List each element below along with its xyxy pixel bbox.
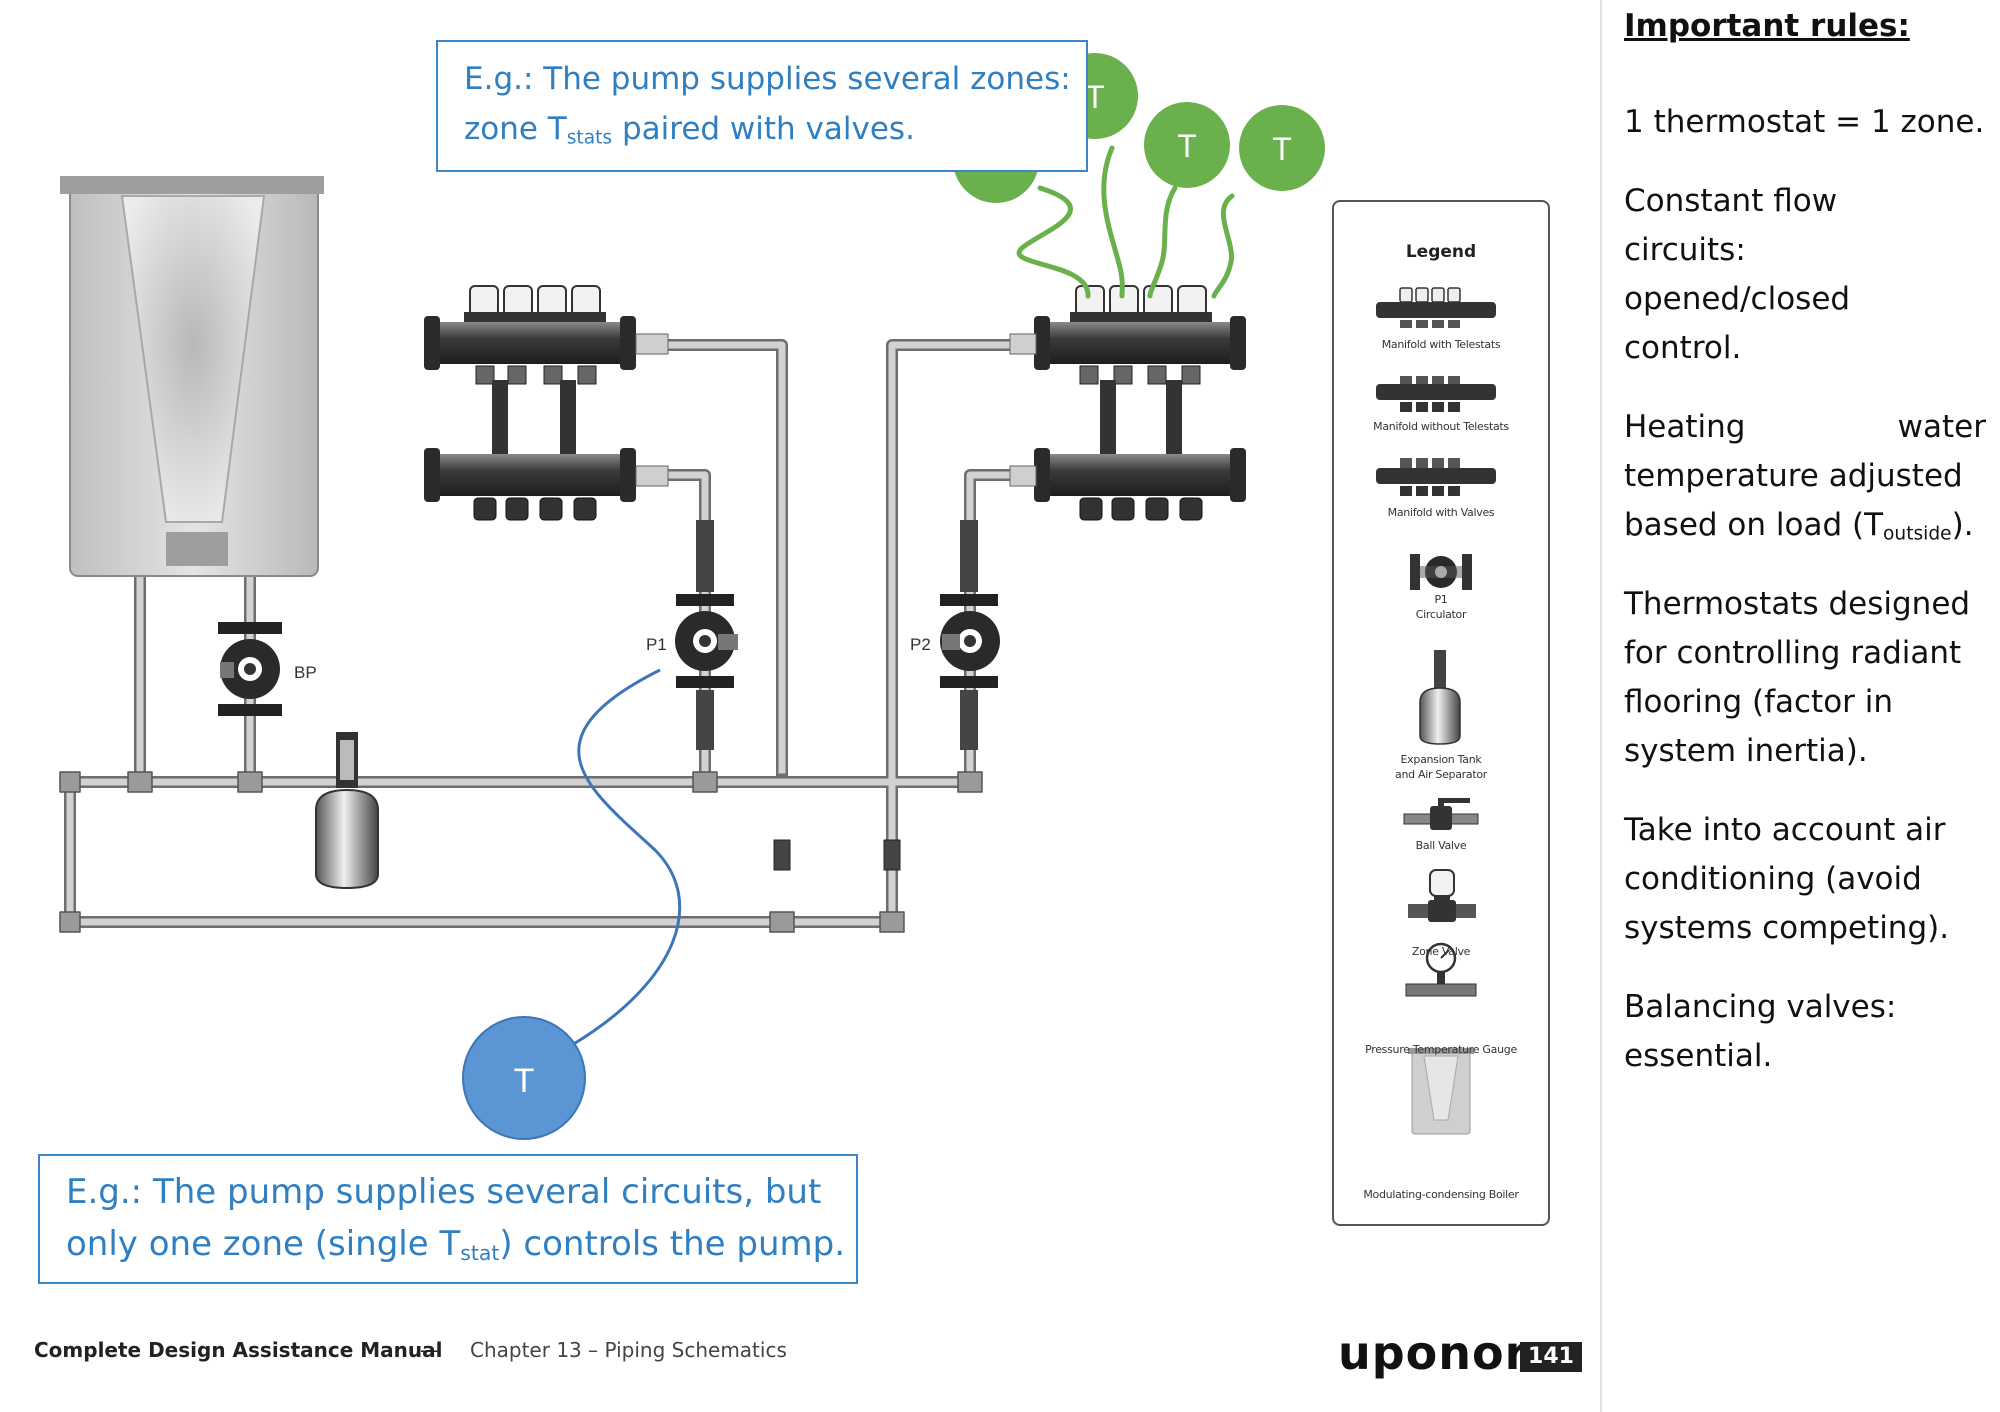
important-rules-panel: Important rules: 1 thermostat = 1 zone. … <box>1600 0 2000 1412</box>
zone-thermostat-3: T <box>1144 102 1230 188</box>
pressure-gauge-icon <box>1405 942 1477 997</box>
callout-bottom-line1: E.g.: The pump supplies several circuits… <box>66 1172 822 1212</box>
rule-air-conditioning: Take into account air conditioning (avoi… <box>1624 812 1950 946</box>
brand-logo: uponor <box>1338 1326 1529 1380</box>
callout-top-line1: E.g.: The pump supplies several zones: <box>464 61 1071 97</box>
modulating-condensing-boiler <box>60 176 324 577</box>
footer-manual-title: Complete Design Assistance Manual <box>34 1338 443 1362</box>
piping-schematic: BP <box>59 53 1325 1140</box>
callout-bottom-line2: only one zone (single Tstat) controls th… <box>66 1224 846 1266</box>
rules-heading: Important rules: <box>1624 8 1910 44</box>
legend-item-expansion-tank: Expansion Tank <box>1400 753 1482 766</box>
callout-multiple-zones: E.g.: The pump supplies several zones: z… <box>436 40 1088 172</box>
manifold-valves-icon <box>1376 458 1496 496</box>
rule-balancing-valves: Balancing valves: essential. <box>1624 989 1897 1074</box>
legend-item-p1: P1 <box>1434 593 1448 606</box>
legend-item-manifold-with-telestats: Manifold with Telestats <box>1381 338 1501 351</box>
legend-item-ball-valve: Ball Valve <box>1415 839 1467 852</box>
legend-item-air-separator: and Air Separator <box>1395 768 1487 781</box>
zone-valve-icon <box>1408 869 1476 922</box>
single-thermostat: T <box>462 1016 586 1140</box>
expansion-tank <box>315 732 379 890</box>
zone-thermostat-wires <box>1016 145 1235 299</box>
svg-text:T: T <box>1085 79 1105 115</box>
legend-item-boiler: Modulating-condensing Boiler <box>1363 1188 1519 1201</box>
expansion-tank-icon <box>1419 650 1461 745</box>
svg-text:T: T <box>1272 131 1292 167</box>
svg-text:T: T <box>514 1062 535 1100</box>
rule-thermostats-design: Thermostats designed for controlling rad… <box>1624 586 1971 769</box>
rule-constant-flow: Constant flow circuits: opened/closed co… <box>1624 183 1851 366</box>
callout-single-zone: E.g.: The pump supplies several circuits… <box>38 1154 858 1284</box>
legend-item-pressure-temperature-gauge: Pressure Temperature Gauge <box>1365 1043 1517 1056</box>
boiler-icon <box>1408 1048 1474 1135</box>
legend-panel: Legend <box>1332 200 1550 1226</box>
manifold-no-telestats-icon <box>1376 376 1496 412</box>
svg-text:T: T <box>1177 128 1197 164</box>
single-thermostat-wire <box>571 668 682 1047</box>
legend-item-manifold-without-telestats: Manifold without Telestats <box>1373 420 1509 433</box>
pump-label-bp: BP <box>294 663 317 682</box>
legend-icons <box>1376 287 1496 1135</box>
circulator-icon <box>1410 554 1472 590</box>
footer-chapter: Chapter 13 – Piping Schematics <box>470 1338 787 1362</box>
legend-item-manifold-with-valves: Manifold with Valves <box>1387 506 1495 519</box>
manifold-with-valves <box>424 285 669 521</box>
pump-label-p1: P1 <box>646 635 667 654</box>
callout-top-line2: zone Tstats paired with valves. <box>464 111 915 149</box>
page-number: 141 <box>1520 1342 1582 1372</box>
legend-title: Legend <box>1405 242 1477 262</box>
ball-valve-icon <box>1403 798 1479 830</box>
footer-separator: — <box>420 1338 440 1362</box>
pump-label-p2: P2 <box>910 635 931 654</box>
manifold-with-telestats <box>1009 285 1246 521</box>
circulator-pump-p1 <box>675 520 738 750</box>
zone-thermostat-4: T <box>1239 105 1325 191</box>
rule-thermostat-zone: 1 thermostat = 1 zone. <box>1624 104 1985 140</box>
circulator-pump-p2 <box>940 520 1000 750</box>
legend-item-circulator: Circulator <box>1415 608 1467 621</box>
bypass-circulator-pump <box>218 622 282 716</box>
legend-item-zone-valve: Zone Valve <box>1411 945 1471 958</box>
manifold-telestats-icon <box>1376 287 1496 328</box>
